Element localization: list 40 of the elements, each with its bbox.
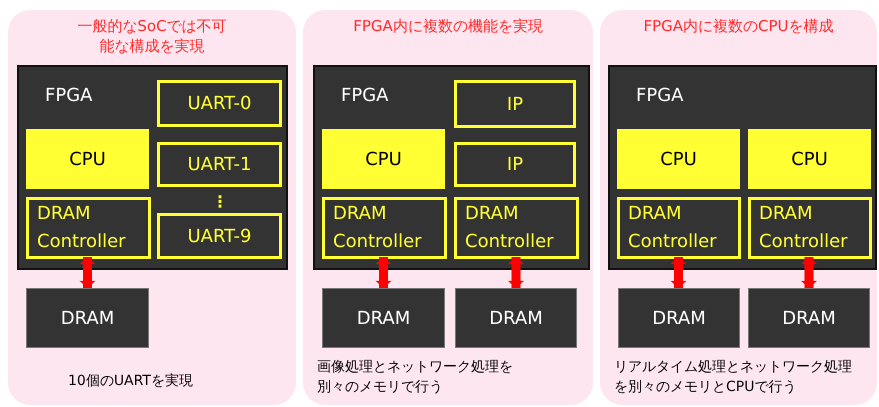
cpu-block: CPU [748, 129, 871, 189]
module-box: DRAM Controller [26, 197, 151, 259]
module-box: UART-1 [157, 142, 282, 187]
double-arrow [376, 257, 392, 288]
cpu-block: CPU [26, 129, 149, 189]
ellipsis-mark: ⋮ [212, 196, 228, 208]
module-box: DRAM Controller [322, 197, 447, 259]
dram-box: DRAM [618, 288, 740, 348]
block-title: FPGA [341, 85, 388, 106]
fpga-block [313, 65, 590, 270]
cpu-block: CPU [322, 129, 445, 189]
dram-box: DRAM [748, 288, 870, 348]
panel-heading: FPGA内に複数の機能を実現 [352, 16, 544, 36]
module-box: DRAM Controller [454, 197, 579, 259]
panel-card [8, 10, 296, 405]
dram-box: DRAM [322, 288, 445, 348]
module-box: IP [454, 80, 576, 128]
panel-card [303, 10, 593, 405]
module-box: UART-9 [157, 213, 282, 259]
fpga-block [17, 65, 288, 270]
module-box: UART-0 [157, 80, 282, 127]
dram-box: DRAM [455, 288, 577, 348]
panel-note: 画像処理とネットワーク処理を別々のメモリで行う [317, 358, 514, 397]
block-title: FPGA [636, 85, 684, 106]
double-arrow [80, 257, 96, 288]
panel-heading: 一般的なSoCでは不可能な構成を実現 [76, 16, 228, 56]
panel-heading: FPGA内に複数のCPUを構成 [642, 16, 835, 36]
dram-box: DRAM [26, 288, 149, 348]
block-title: FPGA [45, 85, 92, 106]
double-arrow [670, 257, 686, 288]
module-box: DRAM Controller [617, 197, 741, 259]
module-box: DRAM Controller [748, 197, 872, 259]
cpu-block: CPU [617, 129, 740, 189]
panel-note: リアルタイム処理とネットワーク処理を別々のメモリとCPUで行う [614, 358, 853, 397]
double-arrow [508, 257, 524, 288]
module-box: IP [454, 142, 576, 187]
panel-card [600, 10, 877, 405]
double-arrow [801, 257, 817, 288]
panel-note: 10個のUARTを実現 [68, 372, 194, 391]
fpga-block [608, 65, 877, 270]
